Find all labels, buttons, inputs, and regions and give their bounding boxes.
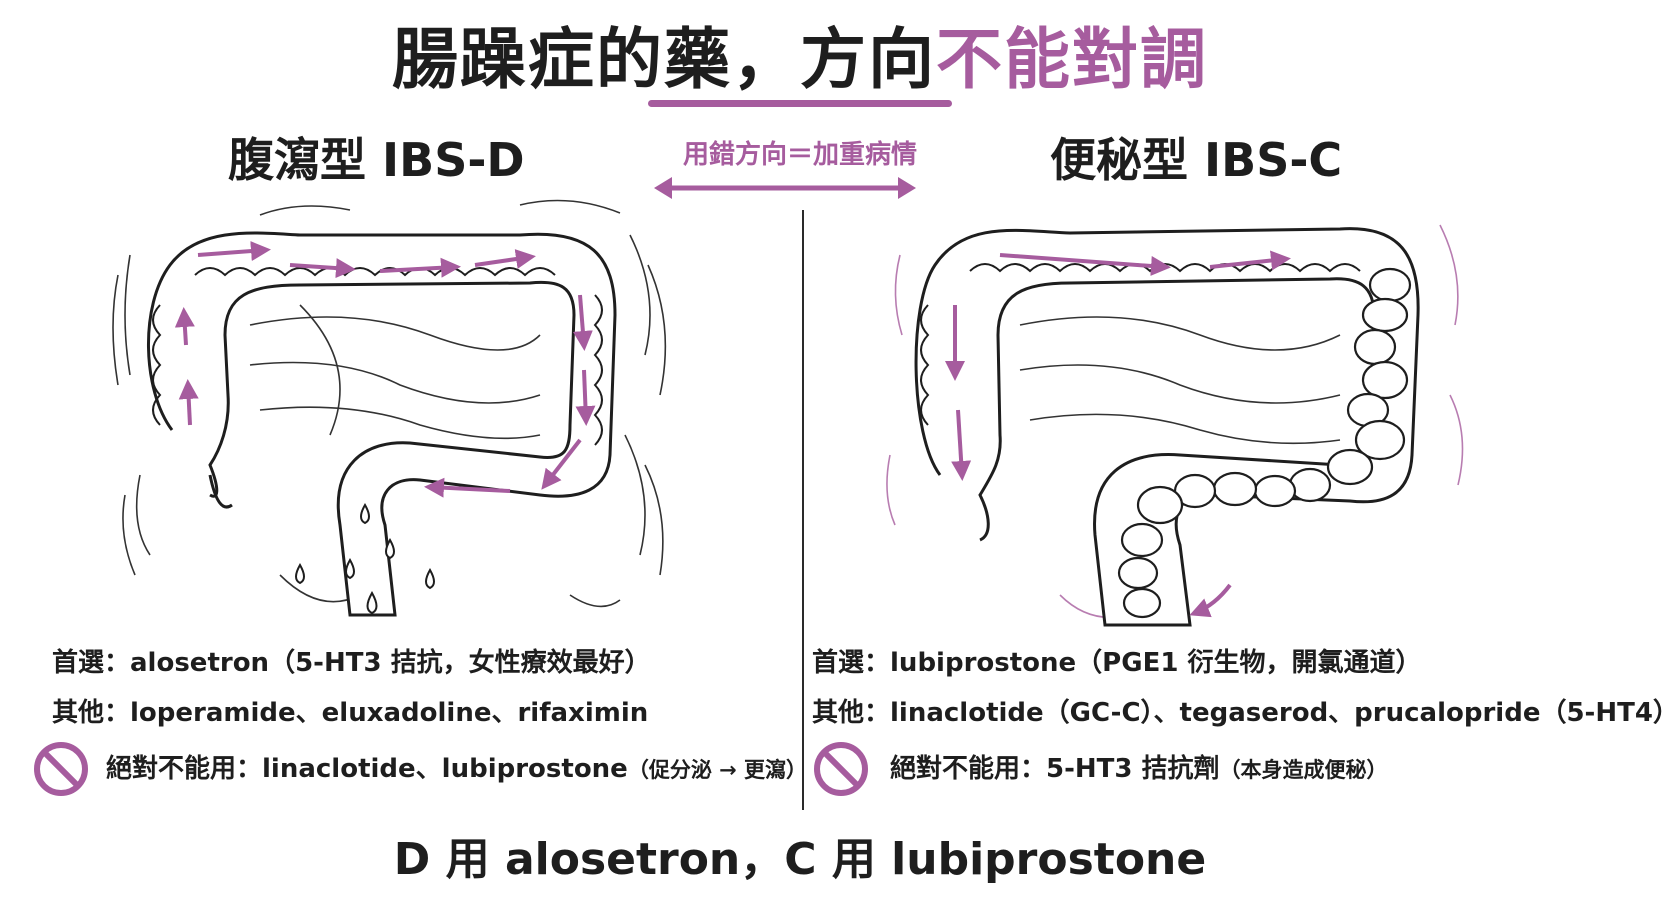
others-drugs: loperamide、eluxadoline、rifaximin [130, 698, 649, 728]
forbidden-label: 絕對不能用： [890, 754, 1047, 784]
ibs-c-others: 其他：linaclotide（GC-C）、tegaserod、prucalopr… [812, 696, 1679, 730]
title-main: 腸躁症的藥，方向 [392, 21, 936, 98]
forbidden-label: 絕對不能用： [106, 754, 263, 784]
others-drugs: linaclotide（GC-C）、tegaserod、prucalopride… [890, 698, 1679, 728]
ibs-c-first-choice: 首選：lubiprostone（PGE1 衍生物，開氯通道） [812, 646, 1421, 680]
wrong-direction-label: 用錯方向＝加重病情 [682, 140, 917, 170]
ibs-d-forbidden: 絕對不能用：linaclotide、lubiprostone（促分泌 → 更瀉） [106, 752, 807, 787]
bottom-summary: D 用 alosetron，C 用 lubiprostone [393, 834, 1207, 885]
ibs-c-heading: 便秘型 IBS-C [1050, 133, 1343, 187]
first-choice-label: 首選： [52, 648, 131, 678]
ibs-c-colon-illustration [886, 224, 1464, 627]
first-choice-drug: lubiprostone（PGE1 衍生物，開氯通道） [890, 648, 1422, 678]
forbidden-note: （本身造成便秘） [1219, 758, 1388, 782]
page-title: 腸躁症的藥，方向不能對調 [0, 20, 1600, 100]
panel-divider [802, 210, 804, 810]
others-label: 其他： [52, 698, 131, 728]
double-arrow-icon [654, 177, 916, 199]
ibs-d-heading: 腹瀉型 IBS-D [228, 133, 525, 187]
title-underline [648, 100, 952, 107]
prohibition-icon [34, 742, 88, 796]
forbidden-drugs: linaclotide、lubiprostone [262, 754, 628, 784]
ibs-c-forbidden: 絕對不能用：5-HT3 拮抗劑（本身造成便秘） [890, 752, 1388, 787]
title-accent: 不能對調 [936, 21, 1208, 98]
ibs-d-first-choice: 首選：alosetron（5-HT3 拮抗，女性療效最好） [52, 646, 651, 680]
first-choice-drug: alosetron（5-HT3 拮抗，女性療效最好） [130, 648, 651, 678]
forbidden-note: （促分泌 → 更瀉） [627, 758, 808, 782]
ibs-d-others: 其他：loperamide、eluxadoline、rifaximin [52, 696, 648, 730]
ibs-d-colon-illustration [112, 199, 667, 617]
others-label: 其他： [812, 698, 891, 728]
forbidden-drugs: 5-HT3 拮抗劑 [1046, 754, 1220, 784]
first-choice-label: 首選： [812, 648, 891, 678]
prohibition-icon [814, 742, 868, 796]
